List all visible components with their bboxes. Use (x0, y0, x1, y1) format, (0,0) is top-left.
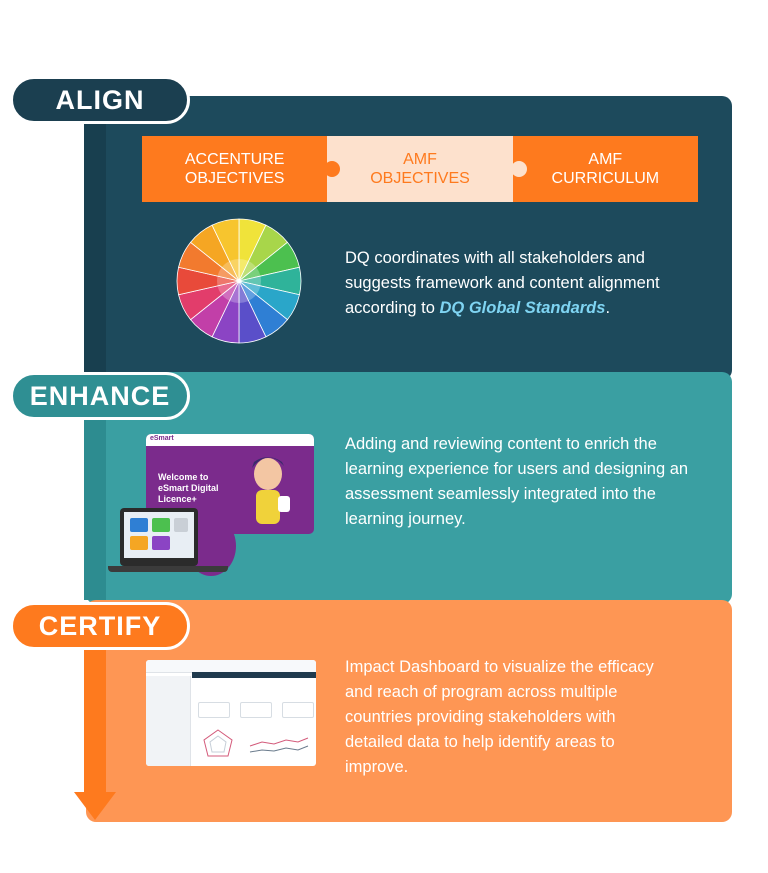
enhance-tag: ENHANCE (10, 372, 190, 420)
flow-rail-align (84, 110, 106, 380)
dashboard-kpi-card (282, 702, 314, 718)
flow-arrow-head (74, 792, 116, 820)
wheel-segment (211, 218, 240, 282)
site-brand: eSmart (150, 435, 174, 442)
align-desc-text: DQ coordinates with all stakeholders and… (345, 249, 660, 317)
align-tag: ALIGN (10, 76, 190, 124)
enhance-description: Adding and reviewing content to enrich t… (345, 435, 689, 528)
laptop-screen (124, 512, 194, 558)
certify-tag: CERTIFY (10, 602, 190, 650)
character-illustration (252, 457, 290, 524)
laptop-base (108, 566, 228, 572)
site-nav-bar: eSmart (146, 434, 314, 446)
dashboard-sidebar (146, 676, 191, 766)
certify-description: Impact Dashboard to visualize the effica… (345, 658, 654, 776)
align-description: DQ coordinates with all stakeholders and… (345, 246, 705, 321)
laptop-screen-content (130, 518, 188, 550)
wheel-center (217, 259, 261, 303)
dq-global-standards-link[interactable]: DQ Global Standards (439, 299, 606, 317)
flow-rail-certify (84, 640, 106, 792)
site-welcome-title: Welcome to eSmart Digital Licence+ (158, 472, 219, 504)
step-connector-dot (511, 161, 527, 177)
align-desc-end: . (605, 299, 611, 317)
dashboard-title-band (192, 672, 316, 678)
dq-framework-wheel (176, 218, 302, 344)
dashboard-charts (203, 729, 309, 757)
flow-rail-enhance (84, 410, 106, 600)
dashboard-kpi-card (198, 702, 230, 718)
laptop-illustration (120, 508, 198, 566)
step-connector-dot (324, 161, 340, 177)
impact-dashboard-screenshot (146, 660, 316, 766)
dashboard-kpi-card (240, 702, 272, 718)
